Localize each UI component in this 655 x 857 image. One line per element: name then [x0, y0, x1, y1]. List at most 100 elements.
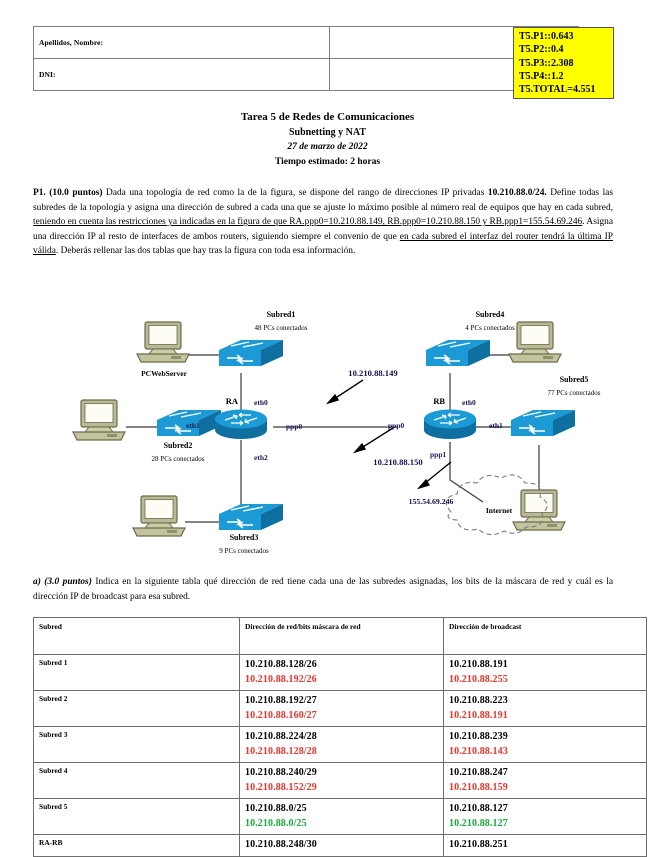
subnet4-name: Subred4: [476, 310, 505, 319]
row-broadcast-cell[interactable]: 10.210.88.251: [443, 834, 647, 857]
subnet1-hosts: 48 PCs conectados: [255, 324, 308, 332]
network-answer-black: 10.210.88.0/25: [245, 803, 307, 814]
row-broadcast-cell[interactable]: 10.210.88.239 10.210.88.143: [443, 726, 647, 763]
problem1-text-d: . Deberás rellenar las dos tablas que ha…: [55, 246, 356, 257]
network-answer-correction: 10.210.88.192/26: [245, 673, 317, 685]
network-answer-black: 10.210.88.224/28: [245, 731, 317, 742]
problem1-paragraph: P1. (10.0 puntos) Dada una topología de …: [33, 186, 613, 259]
score-total: T5.TOTAL=4.551: [519, 84, 596, 96]
subnet3-name: Subred3: [230, 533, 259, 542]
subnet5-hosts: 77 PCs conectados: [548, 389, 601, 397]
network-answer-correction: 10.210.88.152/29: [245, 781, 317, 793]
title-block: Tarea 5 de Redes de Comunicaciones Subne…: [0, 110, 655, 170]
problem1-text-c: . Asigna una dirección IP al resto de in…: [33, 217, 613, 242]
score-box: T5.P1::0.643 T5.P2::0.4 T5.P3::2.308 T5.…: [513, 27, 614, 100]
results-table: Subred Dirección de red/bits máscara de …: [33, 617, 647, 857]
row-network-cell[interactable]: 10.210.88.0/25 10.210.88.0/25: [239, 798, 444, 835]
rb-eth0-label: eth0: [462, 398, 476, 407]
broadcast-answer-correction: 10.210.88.255: [449, 673, 508, 685]
table-row: DNI:: [33, 58, 579, 91]
row-subnet-label: Subred 1: [33, 654, 240, 691]
results-table-wrap: Subred Dirección de red/bits máscara de …: [33, 617, 647, 857]
problem1-text-a: Dada una topología de red como la de la …: [102, 188, 488, 198]
row-subnet-label: Subred 5: [33, 798, 240, 835]
section-a-tag: a) (3.0 puntos): [33, 577, 92, 587]
broadcast-answer-correction: 10.210.88.191: [449, 709, 508, 721]
network-answer-black: 10.210.88.128/26: [245, 659, 317, 670]
subnet1-name: Subred1: [267, 310, 296, 319]
pcwebserver-label: PCWebServer: [141, 369, 187, 378]
col-header-broadcast: Dirección de broadcast: [443, 617, 647, 655]
section-a-paragraph: a) (3.0 puntos) Indica en la siguiente t…: [33, 575, 613, 604]
network-answer-correction: 10.210.88.160/27: [245, 709, 317, 721]
table-row: Subred 2 10.210.88.192/27 10.210.88.160/…: [33, 690, 647, 727]
ra-ppp0-label: ppp0: [286, 422, 303, 431]
subnet2-hosts: 28 PCs conectados: [152, 455, 205, 463]
row-broadcast-cell[interactable]: 10.210.88.247 10.210.88.159: [443, 762, 647, 799]
row-network-cell[interactable]: 10.210.88.240/29 10.210.88.152/29: [239, 762, 444, 799]
row-subnet-label: Subred 2: [33, 690, 240, 727]
broadcast-answer-black: 10.210.88.247: [449, 767, 508, 778]
table-row: RA-RB 10.210.88.248/30 10.210.88.251: [33, 834, 647, 857]
network-answer-black: 10.210.88.240/29: [245, 767, 317, 778]
page-title: Tarea 5 de Redes de Comunicaciones: [240, 111, 415, 123]
problem1-text-b: Define todas las subredes de la topologí…: [33, 188, 613, 213]
broadcast-answer-correction: 10.210.88.143: [449, 745, 508, 757]
col-header-subnet: Subred: [33, 617, 240, 655]
row-network-cell[interactable]: 10.210.88.248/30: [239, 834, 444, 857]
rb-ppp1-label: ppp1: [430, 450, 447, 459]
ra-eth0-label: eth0: [254, 398, 268, 407]
router-b-label: RB: [433, 396, 445, 406]
problem1-underline-2: en cada subred el interfaz del router te…: [33, 231, 613, 257]
network-topology-diagram: Subred1 48 PCs conectados Subred4 4 PCs …: [33, 300, 623, 565]
broadcast-answer-correction: 10.210.88.127: [449, 817, 508, 829]
row-network-cell[interactable]: 10.210.88.224/28 10.210.88.128/28: [239, 726, 444, 763]
page-date: 27 de marzo de 2022: [287, 142, 368, 152]
problem1-tag: P1. (10.0 puntos): [33, 188, 103, 198]
router-a-label: RA: [226, 396, 239, 406]
ip-label-rb-ppp1: 155.54.69.246: [409, 497, 454, 506]
page-subtitle: Subnetting y NAT: [288, 127, 367, 138]
network-answer-black: 10.210.88.248/30: [245, 839, 317, 850]
score-p2: T5.P2::0.4: [519, 44, 564, 56]
table-row: Subred 3 10.210.88.224/28 10.210.88.128/…: [33, 726, 647, 763]
internet-cloud: [445, 474, 548, 536]
broadcast-answer-black: 10.210.88.251: [449, 839, 508, 850]
col-header-network: Dirección de red/bits máscara de red: [239, 617, 444, 655]
score-p4: T5.P4::1.2: [519, 70, 564, 82]
row-broadcast-cell[interactable]: 10.210.88.191 10.210.88.255: [443, 654, 647, 691]
subnet2-name: Subred2: [164, 441, 193, 450]
network-answer-correction: 10.210.88.0/25: [245, 817, 307, 829]
table-row: Subred 4 10.210.88.240/29 10.210.88.152/…: [33, 762, 647, 799]
estimated-time: Tiempo estimado: 2 horas: [274, 157, 381, 167]
score-p1: T5.P1::0.643: [519, 31, 574, 42]
ra-eth2-label: eth2: [254, 453, 268, 462]
internet-label: Internet: [486, 506, 513, 515]
broadcast-answer-black: 10.210.88.223: [449, 695, 508, 706]
row-network-cell[interactable]: 10.210.88.192/27 10.210.88.160/27: [239, 690, 444, 727]
row-broadcast-cell[interactable]: 10.210.88.223 10.210.88.191: [443, 690, 647, 727]
apellidos-label: Apellidos, Nombre:: [33, 26, 330, 59]
table-row: Subred 5 10.210.88.0/25 10.210.88.0/25 1…: [33, 798, 647, 835]
row-subnet-label: Subred 3: [33, 726, 240, 763]
network-answer-correction: 10.210.88.128/28: [245, 745, 317, 757]
subnet5-name: Subred5: [560, 375, 589, 384]
subnet3-hosts: 9 PCs conectados: [219, 547, 269, 555]
rb-eth1-label: eth1: [489, 421, 503, 430]
broadcast-answer-black: 10.210.88.127: [449, 803, 508, 814]
table-row: Apellidos, Nombre:: [33, 26, 579, 59]
row-broadcast-cell[interactable]: 10.210.88.127 10.210.88.127: [443, 798, 647, 835]
broadcast-answer-correction: 10.210.88.159: [449, 781, 508, 793]
broadcast-answer-black: 10.210.88.239: [449, 731, 508, 742]
row-subnet-label: Subred 4: [33, 762, 240, 799]
identity-table: Apellidos, Nombre: DNI:: [33, 26, 579, 91]
dni-label: DNI:: [33, 58, 330, 91]
section-a-text: Indica en la siguiente tabla qué direcci…: [33, 577, 614, 602]
broadcast-answer-black: 10.210.88.191: [449, 659, 508, 670]
ip-label-rb-ppp0: 10.210.88.150: [373, 457, 422, 467]
table-header-row: Subred Dirección de red/bits máscara de …: [33, 617, 647, 655]
table-row: Subred 1 10.210.88.128/26 10.210.88.192/…: [33, 654, 647, 691]
row-network-cell[interactable]: 10.210.88.128/26 10.210.88.192/26: [239, 654, 444, 691]
problem1-underline-1: teniendo en cuenta las restricciones ya …: [33, 217, 583, 228]
